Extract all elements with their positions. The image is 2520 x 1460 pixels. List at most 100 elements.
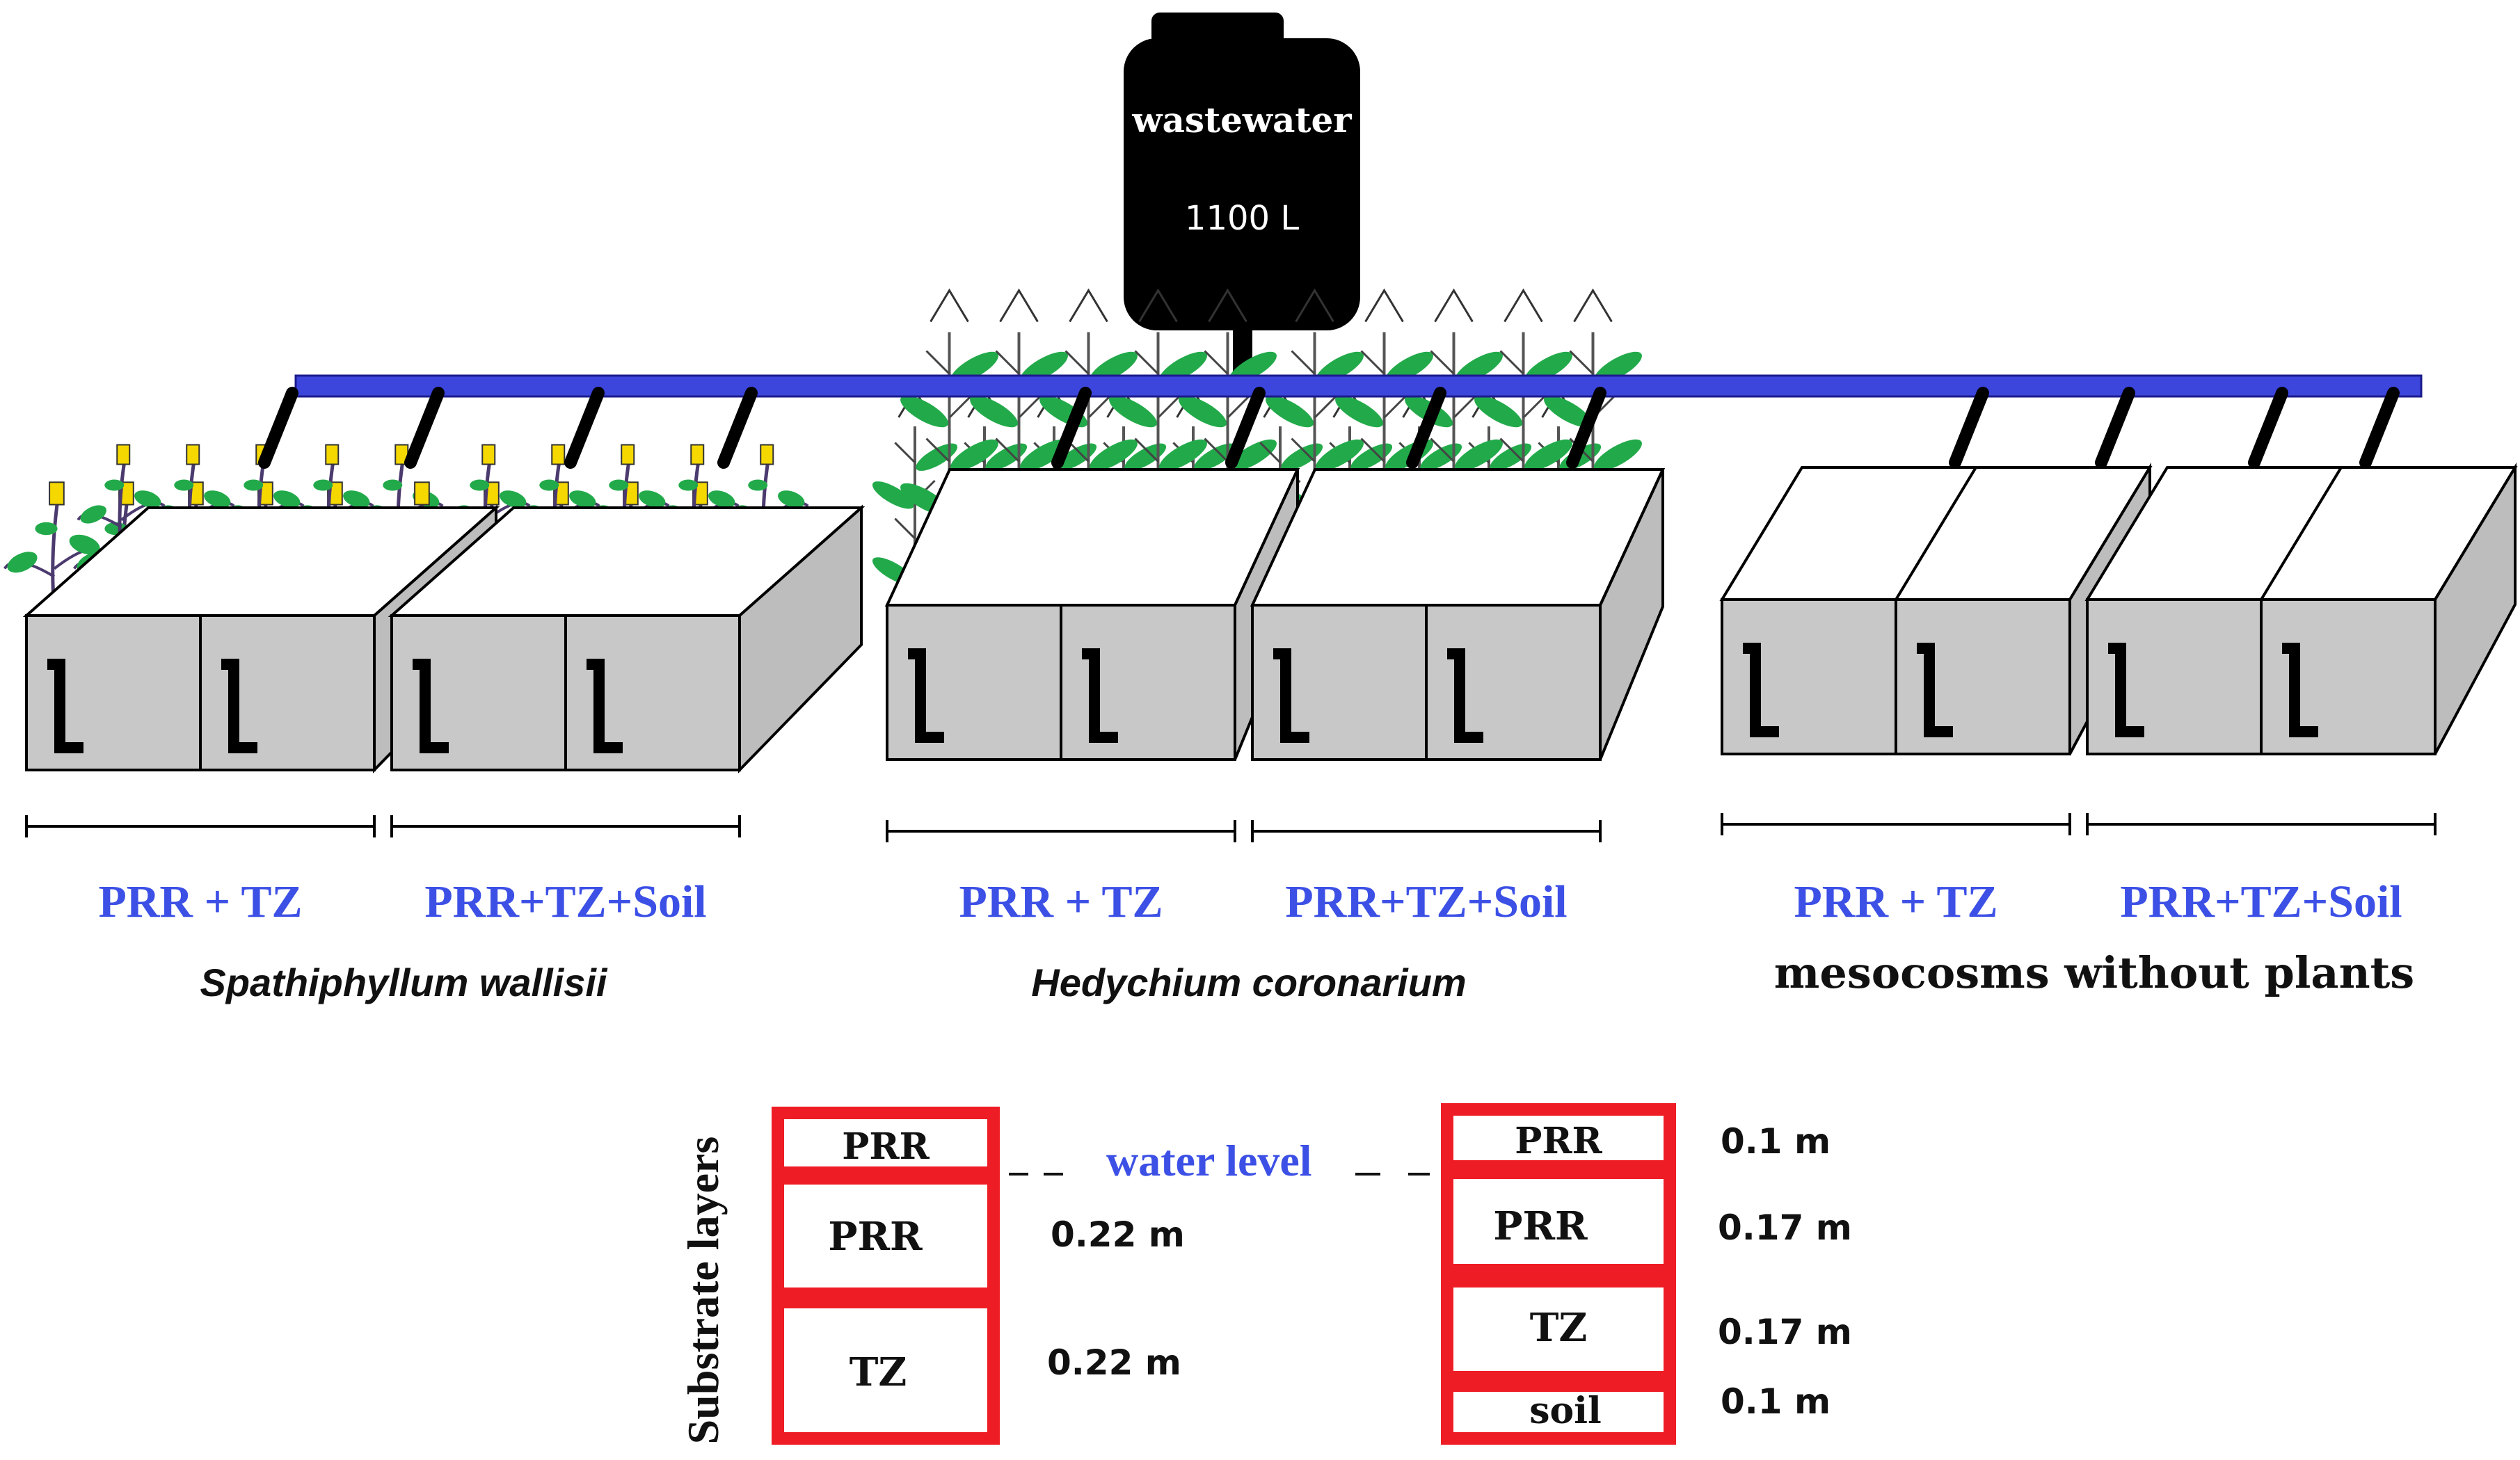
plant-stem [894,442,916,464]
plant-leaf [1455,439,1503,472]
treatment-label: PRR + TZ [98,876,302,927]
outlet-pipe-icon [2282,643,2318,737]
right-layer-depth: 0.17 m [1718,1312,1852,1352]
plant-stem [1453,394,1478,419]
plant-stem [1204,350,1229,375]
dripper-line [2248,387,2288,469]
plant-flower [690,444,705,465]
plant-flower [325,444,340,465]
mesocosm-front [2086,598,2263,755]
plant-stem [925,438,950,463]
treatment-bracket [390,815,741,837]
water-level-label: water level [1106,1136,1312,1185]
plant-leaf [872,481,914,509]
plant-flower [621,444,635,465]
plant-stem [995,438,1020,463]
plant-flower [1069,288,1108,323]
plant-leaf [1490,443,1532,471]
plant-stem [1064,350,1090,375]
plant-flower [1434,288,1474,323]
plant-leaf [69,534,100,555]
right-layer-depth: 0.17 m [1718,1208,1852,1248]
plant-leaf [7,552,38,573]
plant-leaf [104,479,125,491]
mesocosm-front [2260,598,2437,755]
plant-leaf [1179,395,1227,428]
plant-leaf [80,505,106,524]
right-layer-label: PRR [1493,1203,1588,1249]
treatment-label: PRR + TZ [1794,876,1997,927]
left-layer-depth: 0.22 m [1047,1342,1181,1383]
right-layer-depth: 0.1 m [1721,1381,1831,1422]
plant-flower [760,444,774,465]
plant-leaf [1020,439,1068,472]
plant-leaf [1594,439,1642,472]
plant-flower [49,481,65,506]
dripper-line [258,387,298,469]
plant-leaf [1420,443,1462,471]
plant-flower [481,444,496,465]
plant-leaf [985,443,1028,471]
plant-leaf [1124,443,1167,471]
plant-leaf [343,490,370,508]
plant-flower [414,481,430,506]
dripper-line [1051,387,1092,469]
plant-leaf [1544,395,1592,428]
mesocosm-pair [388,504,866,773]
plant-stem [1383,394,1408,419]
mesocosm-front [1060,604,1236,761]
treatment-bracket [1721,813,2071,835]
plant-stem [1227,394,1252,419]
mesocosm-front [199,614,376,771]
tank-volume: 1100 L [1185,199,1299,238]
tank-body [1124,38,1360,330]
substrate-left-column: PRR PRR TZ 0.22 m 0.22 m [772,1107,1185,1445]
plant-leaf [678,479,699,491]
right-layer-prr-top [1441,1103,1676,1173]
plant-leaf [1159,439,1207,472]
plant-leaf [35,522,58,536]
plant-flower [1573,288,1613,323]
plant-flower [551,444,566,465]
outlet-pipe-icon [587,659,623,753]
plant-stem [1360,350,1385,375]
mesocosm-divider [1895,466,1977,601]
outlet-pipe-icon [1447,648,1483,743]
plant-flower [1295,288,1334,323]
treatment-label: PRR+TZ+Soil [1285,876,1567,927]
mesocosm-top [1250,468,1666,607]
plant-flower [1138,288,1178,323]
plant-leaf [273,490,301,508]
plant-stem [948,394,973,419]
plant-flower [1364,288,1404,323]
plant-leaf [778,490,805,508]
left-layer-depth: 0.22 m [1051,1214,1185,1255]
mesocosm-front [1895,598,2071,755]
left-layer-label: PRR [842,1125,930,1168]
spathiphyllum-plant [3,481,105,609]
mesocosm-pair [2084,462,2518,755]
plant-leaf [539,479,559,491]
species-label: Spathiphyllum wallisii [200,961,608,1004]
plant-stem [1569,350,1594,375]
outlet-pipe-icon [221,659,257,753]
substrate-layers: Substrate layers PRR PRR TZ 0.22 m 0.22 … [678,1103,1852,1445]
mesocosm-front [1251,604,1428,761]
water-level: water level [1009,1136,1430,1185]
right-layer-label: PRR [1515,1120,1602,1162]
plant-leaf [1281,443,1323,471]
tank-cap [1151,13,1284,46]
right-layer-depth: 0.1 m [1721,1121,1831,1162]
plant-leaf [1194,443,1236,471]
mesocosm-front [1425,604,1602,761]
dripper-line [2095,387,2135,469]
plant-leaf [1055,443,1097,471]
plant-stem [1291,438,1316,463]
wastewater-tank: wastewater 1100 L [1124,13,1360,383]
mesocosm-front [564,614,741,771]
plant-stem [1157,394,1182,419]
treatment-bracket [886,820,1236,842]
plant-leaf [1316,439,1364,472]
plant-flower [999,288,1039,323]
